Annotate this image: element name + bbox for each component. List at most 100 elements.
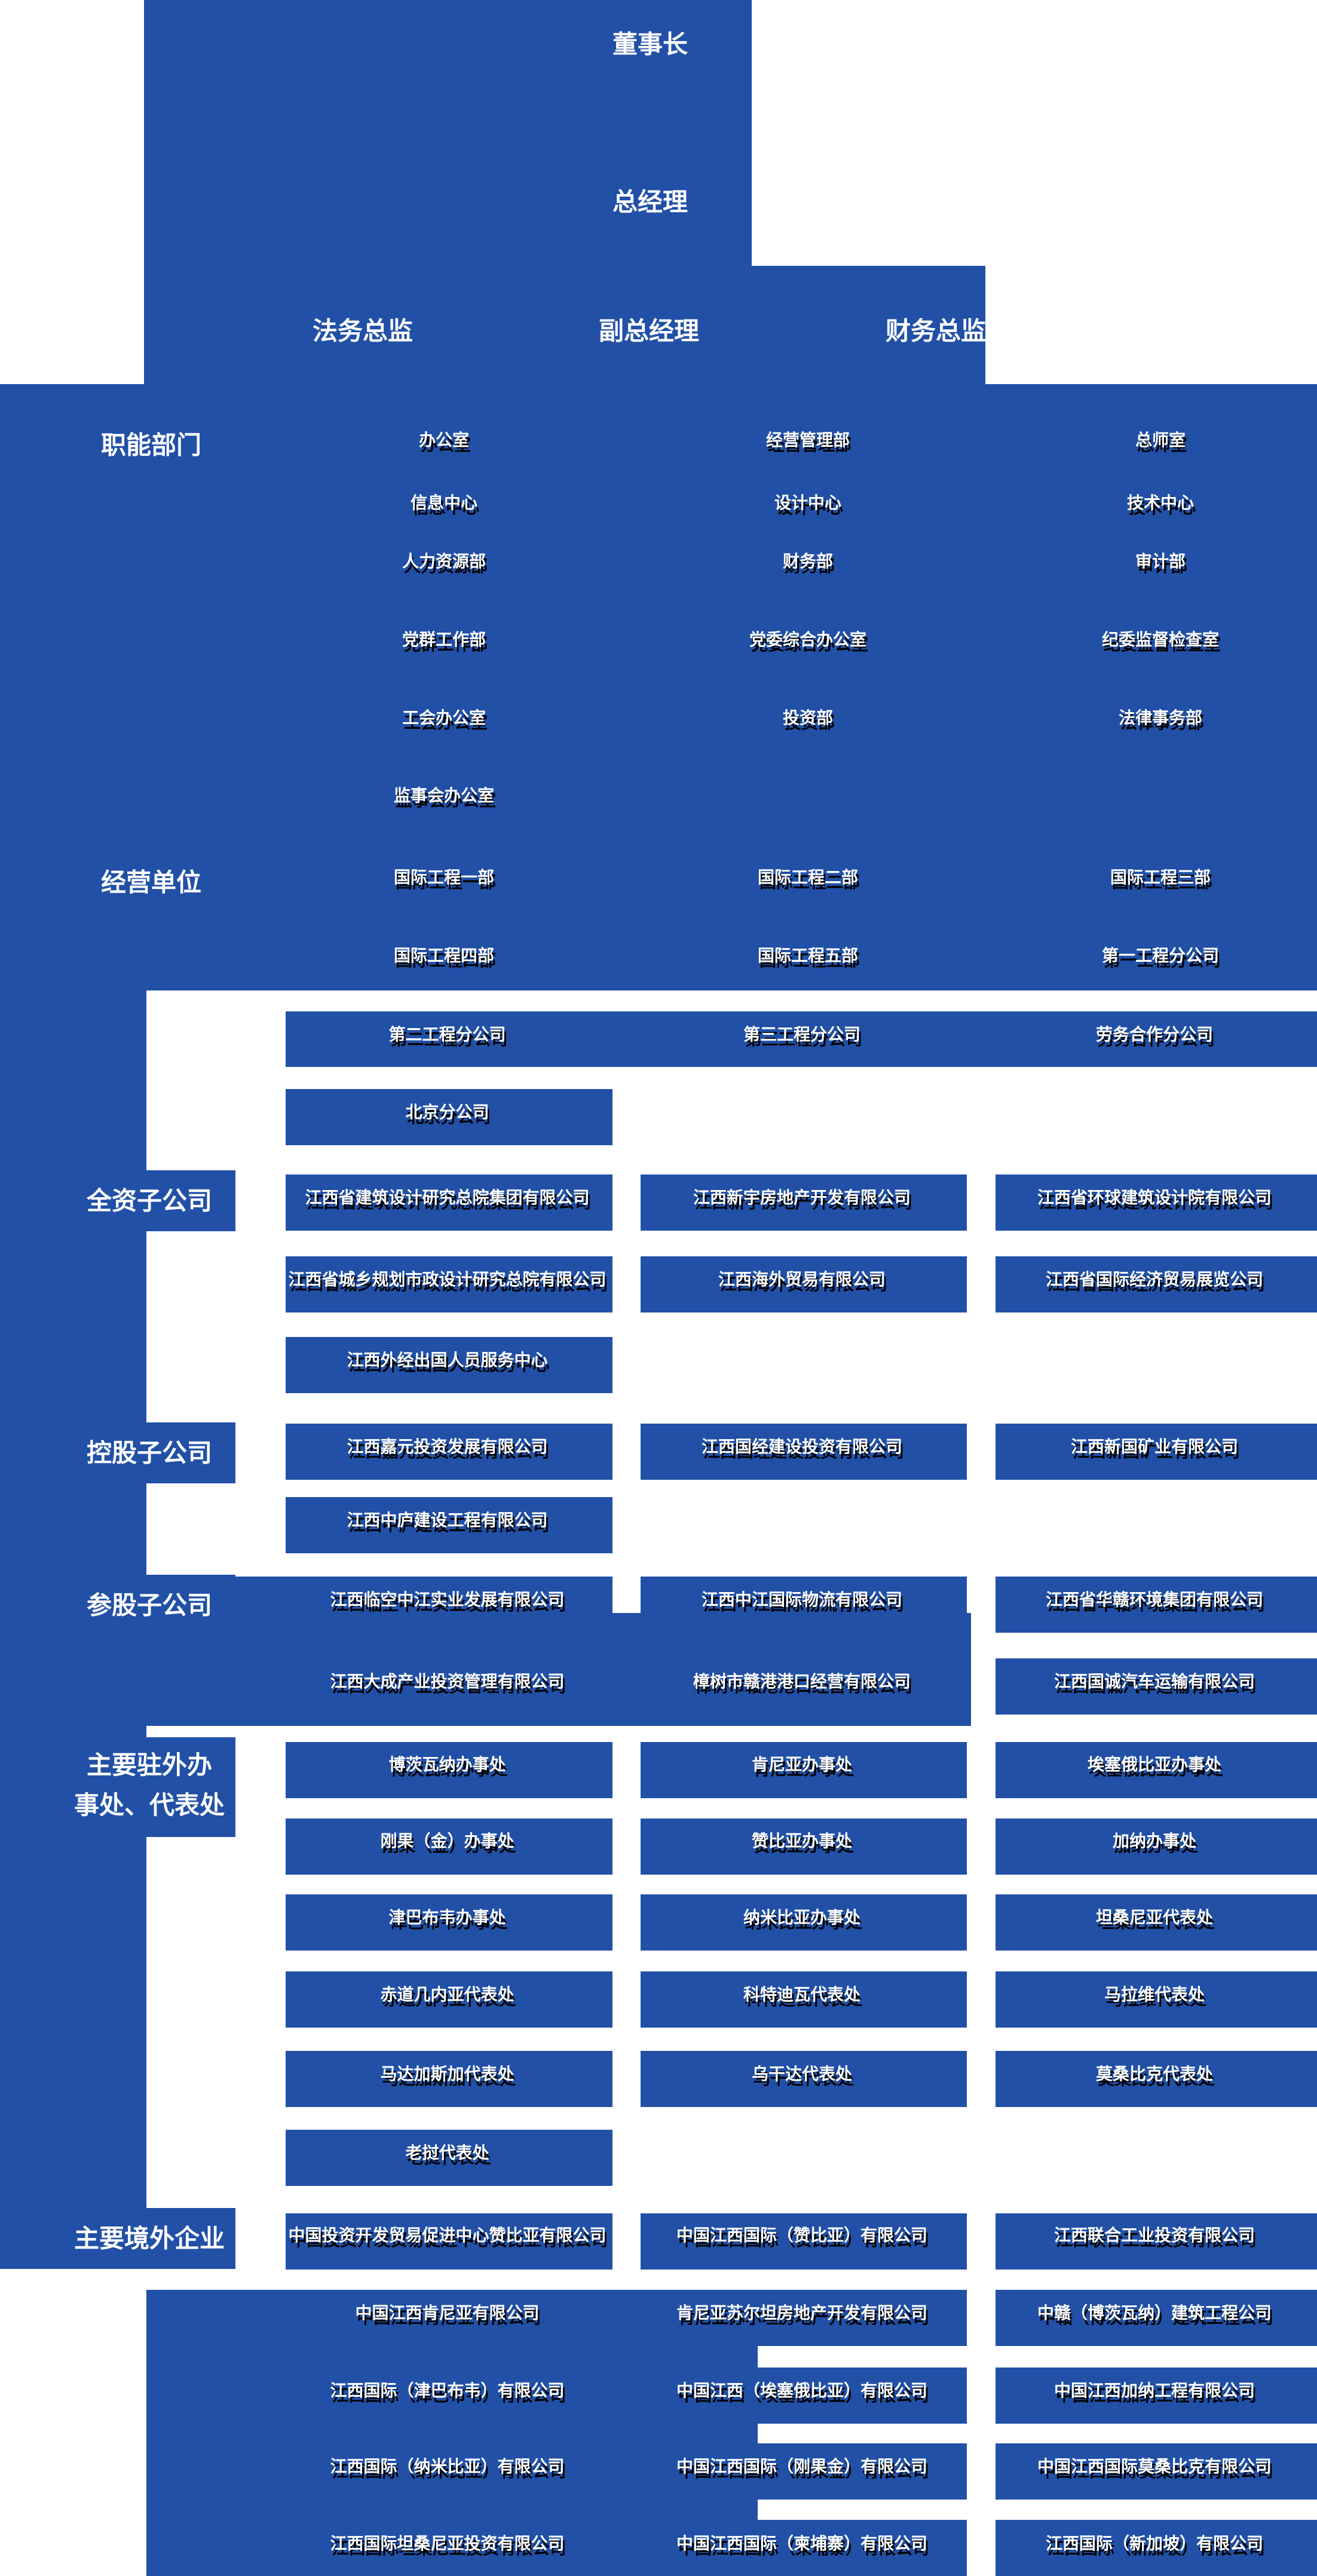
org-node-text-shadow: 埃塞俄比亚办事处 <box>1089 1760 1224 1778</box>
org-node-box <box>641 2213 967 2270</box>
org-node-label: 中国江西国际（刚果金）有限公司中国江西国际（刚果金）有限公司 <box>676 2458 930 2480</box>
org-node-text-shadow: 江西省环球建筑设计院有限公司 <box>1039 1193 1274 1212</box>
org-node-text: 坦桑尼亚代表处 <box>1095 1908 1214 1927</box>
org-node-box <box>286 1742 612 1798</box>
org-node-label: 江西省建筑设计研究总院集团有限公司江西省建筑设计研究总院集团有限公司 <box>305 1189 592 1212</box>
org-node-label: 江西国际坦桑尼亚投资有限公司江西国际坦桑尼亚投资有限公司 <box>330 2535 566 2557</box>
org-node-box <box>286 2443 612 2500</box>
org-node-text-shadow: 马达加斯加代表处 <box>382 2069 516 2088</box>
org-node-text-shadow: 樟树市赣港港口经营有限公司 <box>694 1677 913 1695</box>
org-node-text: 国际工程一部 <box>393 868 495 887</box>
org-node-text-shadow: 投资部 <box>784 713 835 732</box>
org-node-text-shadow: 江西外经出国人员服务中心 <box>348 1356 550 1374</box>
org-node-text: 江西海外贸易有限公司 <box>718 1270 886 1289</box>
org-node-box <box>286 1256 612 1312</box>
org-node-box <box>996 1818 1317 1875</box>
org-node-label: 国际工程五部国际工程五部 <box>758 947 860 970</box>
org-node-text-shadow: 科特迪瓦代表处 <box>745 1990 863 2008</box>
org-node-text: 国际工程四部 <box>393 946 495 965</box>
org-node-label: 刚果（金）办事处刚果（金）办事处 <box>380 1833 516 1855</box>
org-node-text-shadow: 赞比亚办事处 <box>753 1836 854 1855</box>
org-node-text-shadow: 信息中心 <box>412 498 480 517</box>
org-node-label: 中国江西肯尼亚有限公司中国江西肯尼亚有限公司 <box>355 2305 541 2326</box>
section-label-box-major-overseas-enterprises <box>0 2208 235 2269</box>
org-node-label: 人力资源部人力资源部 <box>402 553 488 575</box>
org-node-box <box>996 2443 1317 2500</box>
org-node-text-shadow: 老挝代表处 <box>407 2148 491 2167</box>
org-node-text: 纳米比亚办事处 <box>743 1908 861 1927</box>
finance-director-block <box>752 266 985 385</box>
org-node-text-shadow: 莫桑比克代表处 <box>1097 2069 1215 2088</box>
org-node-text: 设计中心 <box>774 493 842 512</box>
org-node-text-shadow: 国际工程一部 <box>395 873 497 891</box>
org-node-box <box>641 1742 967 1798</box>
org-node-text-shadow: 江西国诚汽车运输有限公司 <box>1055 1677 1257 1695</box>
org-node-label: 法律事务部法律事务部 <box>1119 710 1205 732</box>
section-label-holding-subsidiaries: 控股子公司 <box>87 1433 212 1473</box>
org-node-text-shadow: 纳米比亚办事处 <box>745 1913 863 1931</box>
section-label-text: 主要境外企业 <box>73 2224 225 2253</box>
org-node-label: 江西国际（纳米比亚）有限公司江西国际（纳米比亚）有限公司 <box>330 2458 566 2480</box>
section-label-box-holding-subsidiaries <box>0 1422 235 1483</box>
org-node-text-shadow: 法律事务部 <box>1120 713 1205 732</box>
org-node-text-shadow: 第二工程分公司 <box>390 1030 508 1048</box>
org-node-text: 江西省环球建筑设计院有限公司 <box>1037 1188 1272 1207</box>
org-node-text-shadow: 江西国际（新加坡）有限公司 <box>1047 2539 1266 2557</box>
org-node-text: 党群工作部 <box>402 630 486 649</box>
org-node-label: 审计部审计部 <box>1135 553 1188 575</box>
section-label-text: 事处、代表处 <box>73 1791 225 1819</box>
org-node-text-shadow: 江西海外贸易有限公司 <box>719 1275 888 1293</box>
legal-director-label: 法务总监 <box>312 317 414 345</box>
org-node-label: 中国投资开发贸易促进中心赞比亚有限公司中国投资开发贸易促进中心赞比亚有限公司 <box>288 2227 608 2249</box>
org-node-label: 江西新国矿业有限公司江西新国矿业有限公司 <box>1071 1439 1241 1461</box>
org-node-text-shadow: 中国江西国际（柬埔寨）有限公司 <box>678 2539 930 2557</box>
org-node-text: 江西国际（纳米比亚）有限公司 <box>330 2457 565 2476</box>
org-node-text-shadow: 刚果（金）办事处 <box>382 1836 516 1855</box>
org-node-text: 埃塞俄比亚办事处 <box>1087 1755 1222 1774</box>
section-label-box-overseas-offices <box>0 1737 235 1837</box>
org-node-text-shadow: 国际工程五部 <box>759 951 860 970</box>
org-node-text-shadow: 中国江西国际（刚果金）有限公司 <box>678 2462 930 2480</box>
org-node-text: 第二工程分公司 <box>388 1025 506 1044</box>
org-node-text: 北京分公司 <box>405 1103 489 1121</box>
org-node-text-shadow: 第三工程分公司 <box>745 1030 863 1048</box>
org-node-bar <box>286 1011 1317 1067</box>
org-node-label: 樟树市赣港港口经营有限公司樟树市赣港港口经营有限公司 <box>693 1673 913 1695</box>
org-node-text-shadow: 江西省建筑设计研究总院集团有限公司 <box>307 1193 592 1212</box>
section-label-functional-departments: 职能部门 <box>101 425 201 465</box>
org-node-box <box>996 2213 1317 2270</box>
org-node-text-shadow: 纪委监督检查室 <box>1103 635 1221 654</box>
org-node-label: 中国江西国际（柬埔寨）有限公司中国江西国际（柬埔寨）有限公司 <box>676 2535 930 2557</box>
org-node-text-shadow: 博茨瓦纳办事处 <box>390 1760 508 1778</box>
section-label-text: 控股子公司 <box>86 1439 213 1467</box>
org-node-text-shadow: 北京分公司 <box>407 1108 491 1126</box>
org-node-text-shadow: 江西省国际经济贸易展览公司 <box>1047 1275 1266 1293</box>
org-node-text-shadow: 审计部 <box>1137 557 1188 575</box>
org-node-text: 信息中心 <box>410 493 478 512</box>
org-node-label: 劳务合作分公司劳务合作分公司 <box>1096 1026 1215 1048</box>
org-node-text-shadow: 国际工程三部 <box>1111 873 1213 891</box>
org-node-text-shadow: 第一工程分公司 <box>1103 951 1221 970</box>
org-node-label: 江西国经建设投资有限公司江西国经建设投资有限公司 <box>702 1439 904 1460</box>
org-node-text-shadow: 中国江西（埃塞俄比亚）有限公司 <box>678 2386 930 2405</box>
org-node-label: 第二工程分公司第二工程分公司 <box>388 1026 508 1048</box>
org-node-box <box>996 1424 1317 1480</box>
org-node-text: 赞比亚办事处 <box>751 1832 853 1850</box>
deputy-general-manager-label: 副总经理 <box>598 317 700 345</box>
org-node-text: 劳务合作分公司 <box>1095 1025 1214 1044</box>
org-node-text: 江西新国矿业有限公司 <box>1070 1437 1239 1456</box>
top-executive-block <box>144 0 752 385</box>
chairman-label: 董事长 <box>612 30 688 59</box>
org-node-text: 博茨瓦纳办事处 <box>388 1755 506 1774</box>
org-node-label: 中国江西加纳工程有限公司中国江西加纳工程有限公司 <box>1054 2382 1257 2404</box>
org-node-text-shadow: 办公室 <box>420 436 471 454</box>
org-node-text: 法律事务部 <box>1118 709 1203 727</box>
org-node-label: 江西嘉元投资发展有限公司江西嘉元投资发展有限公司 <box>347 1439 549 1460</box>
org-node-label: 江西海外贸易有限公司江西海外贸易有限公司 <box>718 1271 888 1293</box>
org-node-text: 马拉维代表处 <box>1104 1985 1205 2004</box>
org-node-text-shadow: 江西新国矿业有限公司 <box>1072 1442 1241 1461</box>
org-node-box <box>641 2051 967 2107</box>
org-node-text: 工会办公室 <box>402 709 486 727</box>
org-node-label: 国际工程四部国际工程四部 <box>394 947 496 969</box>
org-node-text: 总师室 <box>1135 431 1186 449</box>
